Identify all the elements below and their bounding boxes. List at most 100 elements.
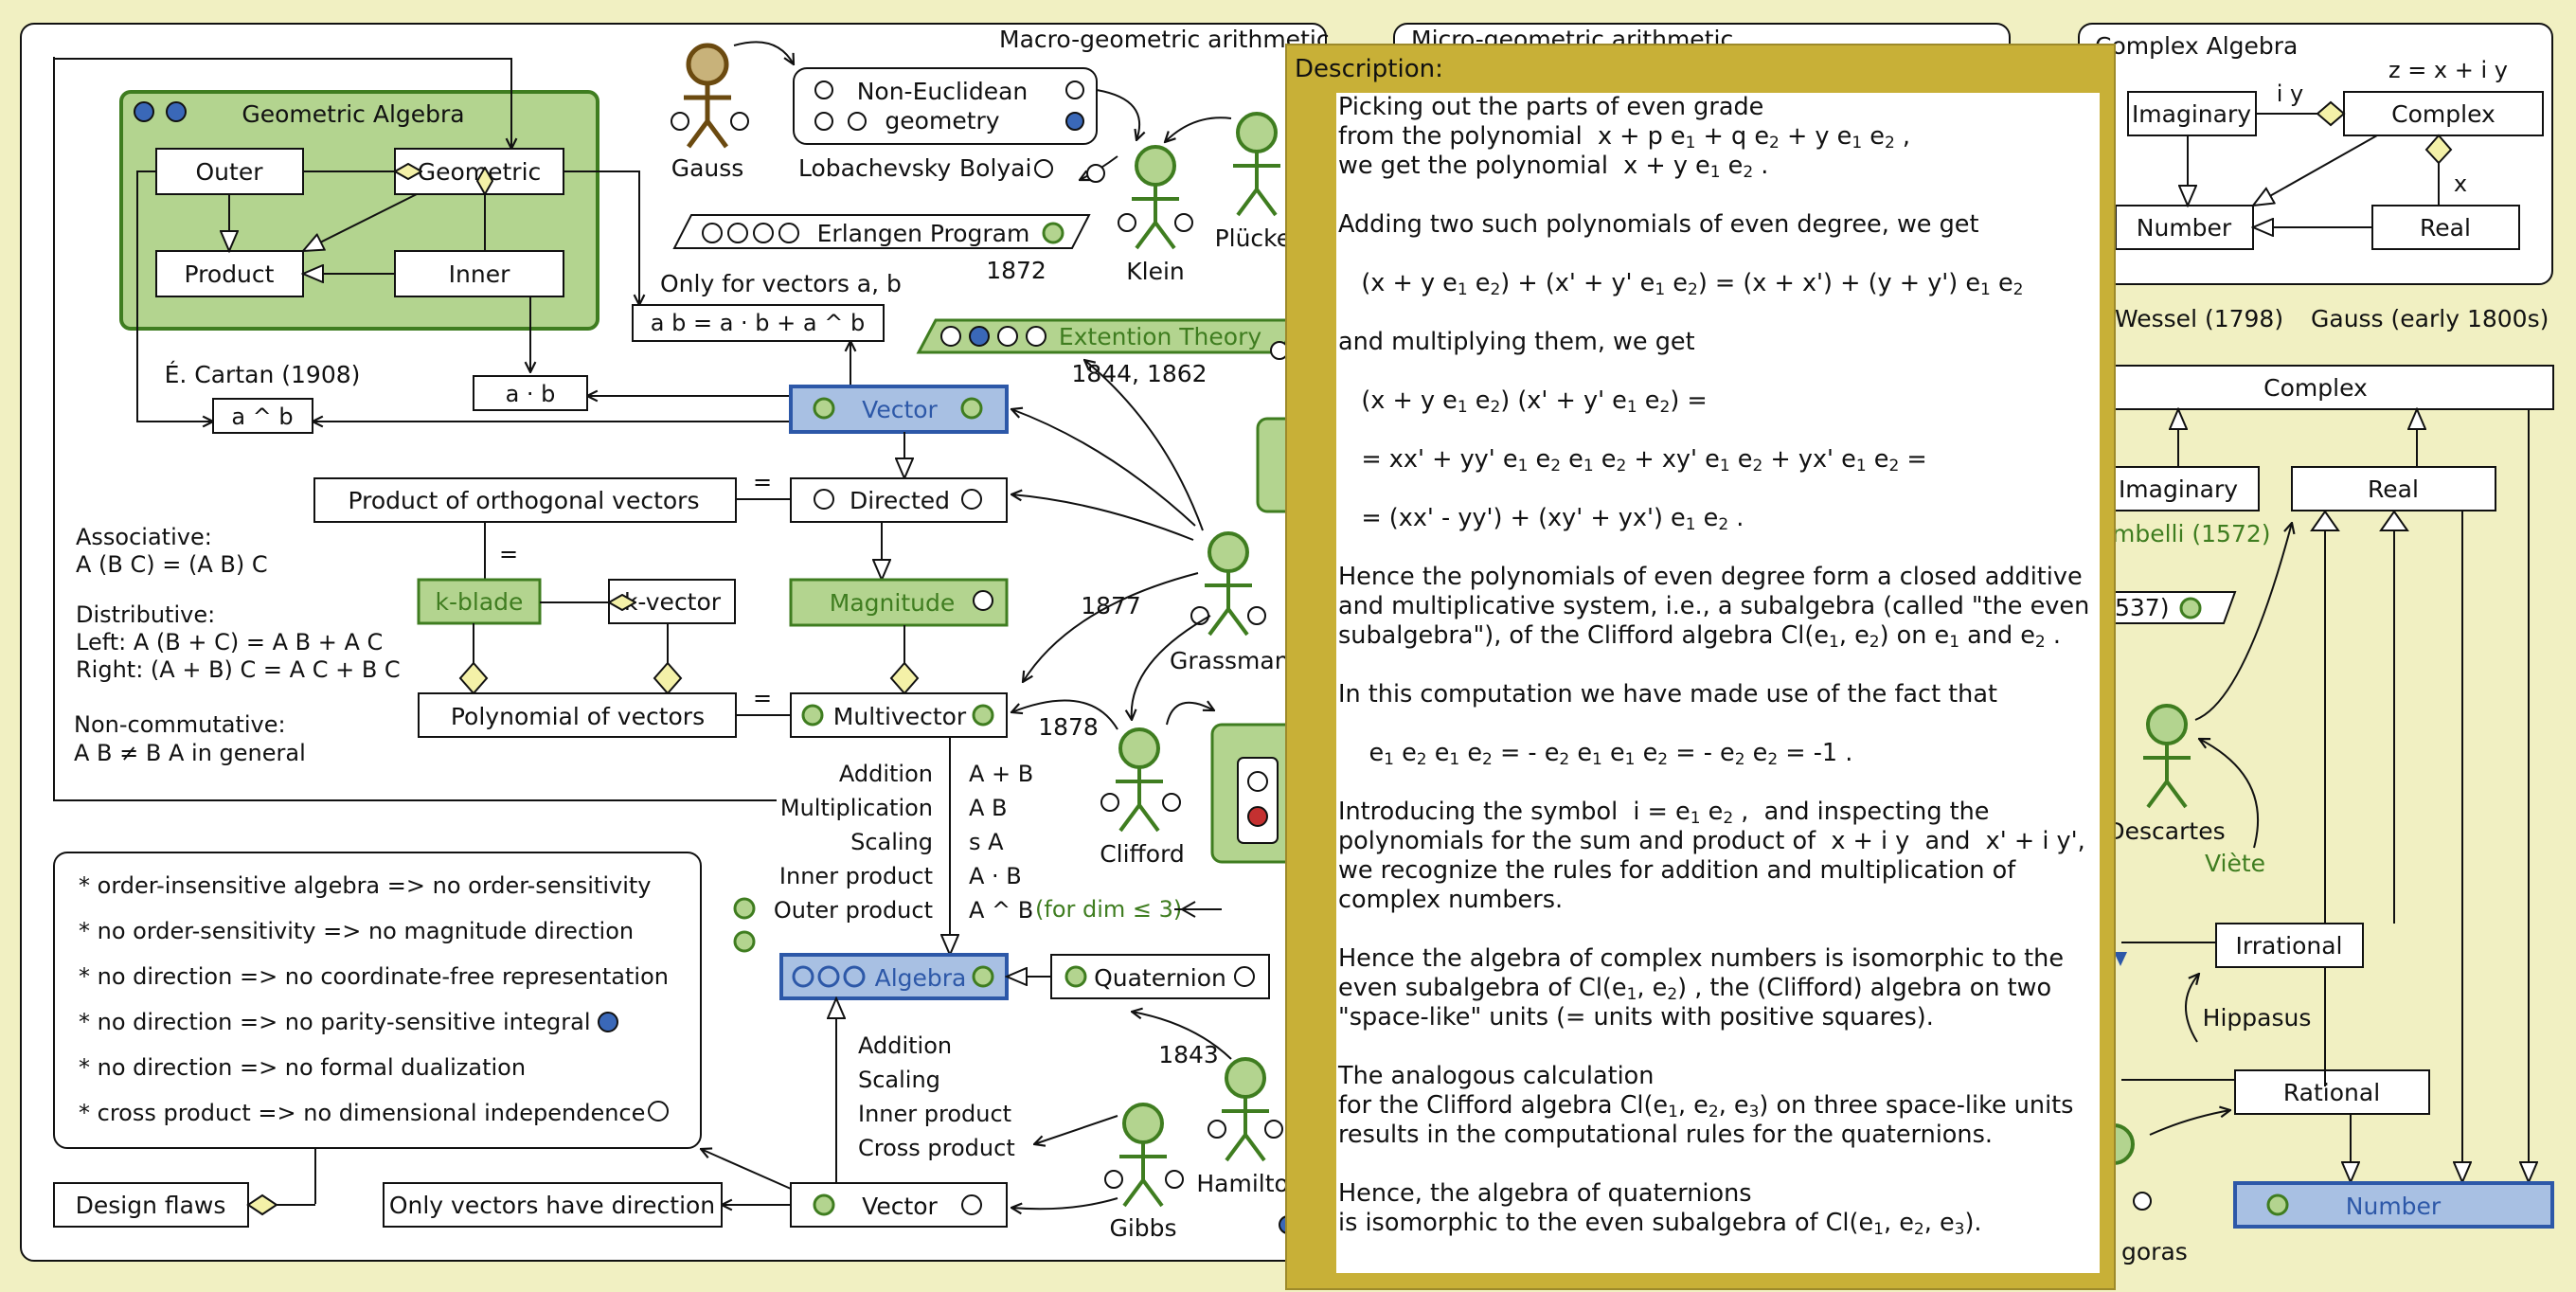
multivector-node[interactable]: Multivector bbox=[790, 692, 1008, 738]
grassmann-to-vector-arrow bbox=[1011, 409, 1196, 527]
bolyai-dot bbox=[1034, 159, 1053, 178]
inner-node[interactable]: Inner bbox=[394, 250, 564, 297]
lobachevsky-label: Lobachevsky bbox=[798, 154, 951, 182]
only-vectors-direction-node[interactable]: Only vectors have direction bbox=[383, 1182, 723, 1228]
gauss-figure bbox=[671, 43, 749, 149]
rs-irrational-node[interactable]: Irrational bbox=[2215, 923, 2364, 968]
distributive-left: Left: A (B + C) = A B + A C bbox=[76, 629, 383, 655]
ca-complex-node[interactable]: Complex bbox=[2343, 91, 2544, 136]
svg-text:k-vector: k-vector bbox=[624, 588, 722, 616]
k-blade-node[interactable]: k-blade bbox=[417, 578, 542, 625]
ga-blue-dot-1 bbox=[134, 101, 154, 122]
description-line: e1 e2 e1 e2 = - e2 e1 e1 e2 = - e2 e2 = … bbox=[1338, 739, 1853, 769]
vector-top-node[interactable]: Vector bbox=[789, 385, 1009, 434]
erlangen-program-node[interactable]: Erlangen Program bbox=[672, 214, 1091, 249]
flaw-item: * cross product => no dimensional indepe… bbox=[79, 1100, 645, 1126]
svg-text:Number: Number bbox=[2137, 214, 2232, 242]
ca-real-node[interactable]: Real bbox=[2371, 205, 2520, 250]
design-flaws-node[interactable]: Design flaws bbox=[53, 1182, 249, 1228]
description-line: and multiplicative system, i.e., a subal… bbox=[1338, 592, 2090, 620]
non-euclidean-node[interactable]: Non-Euclidean geometry bbox=[793, 67, 1098, 145]
svg-text:Multivector: Multivector bbox=[833, 703, 967, 730]
ca-x-label: x bbox=[2454, 170, 2467, 197]
year-1844-1862: 1844, 1862 bbox=[1071, 360, 1207, 387]
associative-formula: A (B C) = (A B) C bbox=[76, 551, 268, 578]
description-line bbox=[1338, 416, 2100, 445]
svg-text:Outer: Outer bbox=[196, 158, 264, 186]
ab-formula-node[interactable]: a b = a · b + a ^ b bbox=[632, 304, 885, 342]
ops-green-dot-2 bbox=[733, 930, 756, 953]
equals-sign-1: = bbox=[753, 469, 772, 495]
description-line bbox=[1338, 768, 2100, 798]
clifford-figure bbox=[1100, 727, 1181, 833]
vector-op-item: Scaling bbox=[858, 1067, 940, 1093]
rs-number-node[interactable]: Number bbox=[2233, 1181, 2554, 1229]
rs-real-node[interactable]: Real bbox=[2291, 466, 2496, 511]
quaternion-node[interactable]: Quaternion bbox=[1050, 954, 1270, 999]
gibbs-to-vector-arrow bbox=[1011, 1197, 1118, 1209]
rs-blue-triangle bbox=[2114, 952, 2127, 966]
switch-node[interactable] bbox=[1210, 723, 1304, 864]
a-wedge-b-node[interactable]: a ^ b bbox=[212, 398, 313, 434]
ca-number-node[interactable]: Number bbox=[2115, 205, 2254, 250]
gauss-early-label: Gauss (early 1800s) bbox=[2311, 305, 2549, 332]
svg-text:Complex: Complex bbox=[2263, 374, 2368, 402]
a-dot-b-node[interactable]: a · b bbox=[473, 375, 588, 411]
description-line: (x + y e1 e2) (x' + y' e1 e2) = bbox=[1338, 386, 1708, 417]
gibbs-figure bbox=[1104, 1103, 1184, 1208]
description-line bbox=[1338, 181, 2100, 210]
clifford-to-right-arrow bbox=[1166, 703, 1214, 726]
polynomial-vectors-node[interactable]: Polynomial of vectors bbox=[418, 692, 737, 738]
rs-rational-node[interactable]: Rational bbox=[2234, 1069, 2430, 1115]
magnitude-node[interactable]: Magnitude bbox=[789, 578, 1009, 627]
svg-text:Inner: Inner bbox=[449, 260, 510, 288]
cartan-label: É. Cartan (1908) bbox=[165, 361, 361, 388]
outer-node[interactable]: Outer bbox=[155, 148, 304, 195]
svg-text:a ^ b: a ^ b bbox=[231, 404, 293, 430]
ca-zxiy-label: z = x + i y bbox=[2388, 57, 2508, 83]
for-dim-label: (for dim ≤ 3) bbox=[1035, 896, 1182, 923]
wessel-label: Wessel (1798) bbox=[2115, 305, 2283, 332]
gauss-to-noneuclid-arrow bbox=[733, 41, 794, 64]
operation-value: s A bbox=[969, 829, 1004, 855]
distributive-title: Distributive: bbox=[76, 601, 215, 628]
clifford-to-multivector-arrow bbox=[1011, 699, 1118, 730]
geometric-node[interactable]: Geometric bbox=[394, 148, 564, 195]
product-node[interactable]: Product bbox=[155, 250, 304, 297]
description-line bbox=[1338, 709, 2100, 739]
svg-text:Number: Number bbox=[2346, 1193, 2442, 1220]
rs-imaginary-node[interactable]: Imaginary bbox=[2102, 466, 2260, 511]
grassmann-to-directed-arrow bbox=[1011, 494, 1194, 541]
vector-bottom-node[interactable]: Vector bbox=[790, 1182, 1008, 1228]
plucker-to-klein-arrow bbox=[1165, 117, 1232, 142]
svg-text:Only vectors have direction: Only vectors have direction bbox=[389, 1192, 715, 1219]
flaw-item: * no direction => no formal dualization bbox=[79, 1054, 526, 1081]
svg-text:537): 537) bbox=[2115, 594, 2169, 621]
rs-complex-node[interactable]: Complex bbox=[2102, 365, 2554, 410]
product-orthogonal-node[interactable]: Product of orthogonal vectors bbox=[313, 477, 737, 523]
klein-label: Klein bbox=[1126, 258, 1185, 285]
descartes-to-real-arrow bbox=[2194, 523, 2292, 721]
noncomm-title: Non-commutative: bbox=[74, 711, 286, 738]
description-line: The analogous calculation bbox=[1338, 1062, 1655, 1090]
extension-theory-node[interactable]: Extention Theory bbox=[916, 318, 1300, 360]
grassmann-to-extension-arrow bbox=[1084, 360, 1204, 531]
geometric-product-link bbox=[303, 193, 418, 251]
ga-blue-dot-2 bbox=[166, 101, 187, 122]
description-line: even subalgebra of Cl(e1, e2) , the (Cli… bbox=[1338, 974, 2052, 1004]
pythagoras-label: goras bbox=[2121, 1238, 2188, 1265]
ca-imaginary-node[interactable]: Imaginary bbox=[2127, 91, 2257, 136]
k-vector-node[interactable]: k-vector bbox=[608, 579, 736, 624]
svg-text:a · b: a · b bbox=[506, 381, 556, 407]
flaws-box bbox=[53, 852, 702, 1149]
directed-node[interactable]: Directed bbox=[790, 477, 1008, 523]
description-line bbox=[1338, 533, 2100, 563]
bombelli-label: mbelli (1572) bbox=[2112, 520, 2271, 547]
description-line bbox=[1338, 240, 2100, 269]
svg-text:Real: Real bbox=[2368, 476, 2419, 503]
description-line: (x + y e1 e2) + (x' + y' e1 e2) = (x + x… bbox=[1338, 269, 2024, 299]
equals-sign-3: = bbox=[753, 685, 772, 711]
algebra-node[interactable]: Algebra bbox=[779, 953, 1009, 1000]
